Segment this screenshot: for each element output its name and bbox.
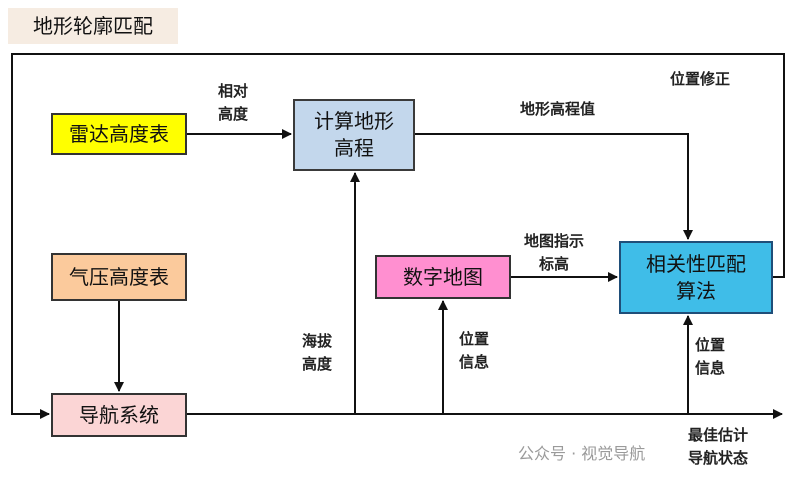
label-map-indicated-elevation: 地图指示 标高	[524, 232, 585, 273]
label-best-estimate-nav-state: 最佳估计 导航状态	[688, 426, 749, 467]
label-position-correction: 位置修正	[670, 70, 731, 88]
arrow-position-correction-loop	[11, 53, 785, 419]
compute-elevation-box: 计算地形 高程	[293, 99, 415, 171]
digital-map-box: 数字地图	[375, 255, 511, 299]
label-position-info-map: 位置 信息	[459, 330, 490, 371]
radar-altimeter-box: 雷达高度表	[51, 113, 187, 155]
label-position-info-correlation: 位置 信息	[695, 336, 726, 377]
arrow-compute-to-correlation	[415, 133, 693, 240]
label-terrain-elevation: 地形高程值	[520, 100, 596, 118]
label-relative-height: 相对 高度	[218, 82, 249, 123]
label-altitude: 海拔 高度	[302, 332, 333, 373]
nav-system-box: 导航系统	[51, 393, 187, 437]
correlation-algorithm-box: 相关性匹配 算法	[619, 241, 773, 314]
diagram-title: 地形轮廓匹配	[8, 8, 178, 44]
baro-altimeter-box: 气压高度表	[51, 253, 187, 301]
watermark: 公众号 · 视觉导航	[518, 444, 646, 463]
